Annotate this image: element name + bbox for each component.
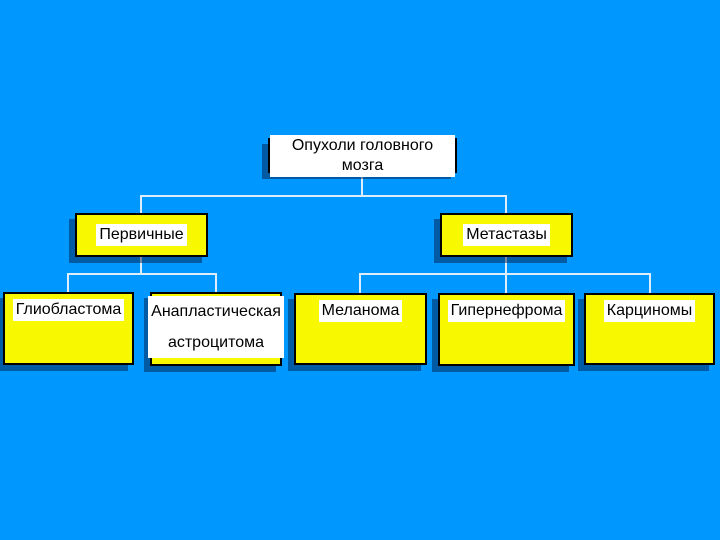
connector-to-anaplastic bbox=[215, 273, 217, 293]
node-anaplastic-astrocytoma: Анапластическая астроцитома bbox=[148, 292, 284, 366]
node-melanoma-label: Меланома bbox=[318, 300, 403, 322]
node-metastases: Метастазы bbox=[440, 213, 573, 257]
node-hypernephroma: Гипернефрома bbox=[438, 293, 575, 366]
node-glioblastoma-label: Глиобластома bbox=[12, 299, 125, 321]
node-brain-tumors-label: Опухоли головного мозга bbox=[270, 134, 455, 177]
node-melanoma: Меланома bbox=[294, 293, 427, 365]
node-primary-label: Первичные bbox=[96, 224, 187, 246]
node-brain-tumors: Опухоли головного мозга bbox=[268, 134, 457, 177]
connector-to-primary bbox=[140, 195, 142, 214]
connector-to-carcinomas bbox=[649, 273, 651, 294]
connector-to-hypernephroma bbox=[505, 273, 507, 294]
connector-to-glioblastoma bbox=[67, 273, 69, 293]
node-carcinomas: Карциномы bbox=[584, 293, 715, 365]
node-hypernephroma-label: Гипернефрома bbox=[447, 300, 566, 322]
node-glioblastoma: Глиобластома bbox=[3, 292, 134, 365]
connector-level1-horizontal bbox=[140, 195, 507, 197]
connector-metastases-down bbox=[505, 256, 507, 275]
node-anaplastic-astrocytoma-label: Анапластическая астроцитома bbox=[148, 296, 284, 359]
connector-root-down bbox=[361, 172, 363, 196]
node-metastases-label: Метастазы bbox=[463, 224, 550, 246]
connector-to-melanoma bbox=[359, 273, 361, 294]
node-primary: Первичные bbox=[75, 213, 208, 257]
connector-to-metastases bbox=[505, 195, 507, 214]
connector-primary-horizontal bbox=[67, 273, 217, 275]
node-carcinomas-label: Карциномы bbox=[603, 300, 696, 322]
connector-primary-down bbox=[140, 256, 142, 275]
